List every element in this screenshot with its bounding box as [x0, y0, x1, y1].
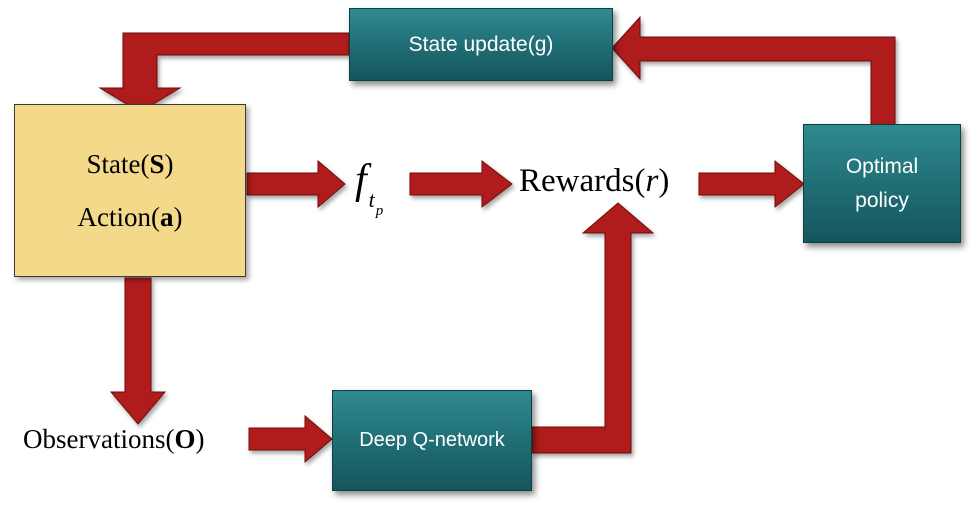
optimal-policy-line2: policy — [855, 188, 909, 212]
observations-symbol: O — [174, 424, 196, 454]
arrow-dqn-to-rewards — [531, 202, 655, 454]
optimal-policy-box: Optimal policy — [803, 124, 961, 243]
arrow-policy-to-state-update — [611, 15, 896, 127]
p-glyph: p — [375, 203, 384, 219]
deep-q-network-label: Deep Q-network — [359, 429, 505, 451]
observations-label: Observations(O) — [23, 424, 205, 454]
state-label: State(S) — [86, 148, 174, 179]
arrow-state-to-observations — [109, 277, 167, 425]
optimal-policy-line1: Optimal — [845, 154, 919, 178]
f-tp-symbol: ftp — [355, 156, 383, 219]
state-update-label: State update(g) — [408, 32, 554, 56]
rewards-label: Rewards(r) — [519, 163, 670, 199]
arrow-state-to-ftp — [246, 159, 346, 209]
action-symbol: a — [160, 201, 174, 232]
arrow-observations-to-dqn — [248, 414, 333, 464]
state-symbol: S — [149, 148, 165, 179]
arrow-ftp-to-rewards — [409, 159, 513, 209]
deep-q-network-box: Deep Q-network — [332, 390, 532, 491]
rewards-symbol: r — [645, 163, 659, 199]
arrow-state-update-to-state — [98, 32, 350, 113]
t-glyph: t — [368, 187, 375, 212]
state-update-box: State update(g) — [349, 8, 613, 81]
state-action-box: State(S) Action(a) — [14, 104, 246, 277]
action-label: Action(a) — [77, 201, 183, 232]
f-glyph: f — [355, 157, 367, 203]
arrow-rewards-to-policy — [698, 159, 805, 209]
